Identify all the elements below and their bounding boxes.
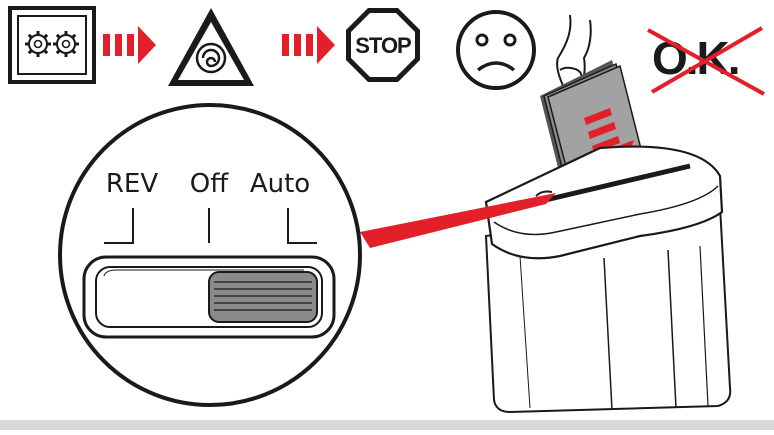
switch-label-rev: REV bbox=[106, 169, 158, 199]
switch-label-auto: Auto bbox=[250, 169, 310, 199]
red-arrow-icon bbox=[282, 26, 335, 64]
sad-face-icon bbox=[458, 12, 534, 88]
stop-sign-icon: STOP bbox=[346, 8, 420, 82]
switch-label-off: Off bbox=[190, 169, 229, 199]
switch-magnifier: REV Off Auto bbox=[60, 105, 360, 405]
ok-crossed-icon: O.K. bbox=[648, 28, 764, 94]
switch-slider-knob[interactable] bbox=[209, 272, 317, 322]
shredder-icon bbox=[486, 147, 730, 412]
red-arrow-icon bbox=[103, 26, 156, 64]
stop-text: STOP bbox=[355, 33, 411, 58]
motor-overheat-warning-icon bbox=[168, 8, 254, 86]
gears-icon bbox=[10, 8, 94, 82]
bottom-rule bbox=[0, 420, 774, 430]
